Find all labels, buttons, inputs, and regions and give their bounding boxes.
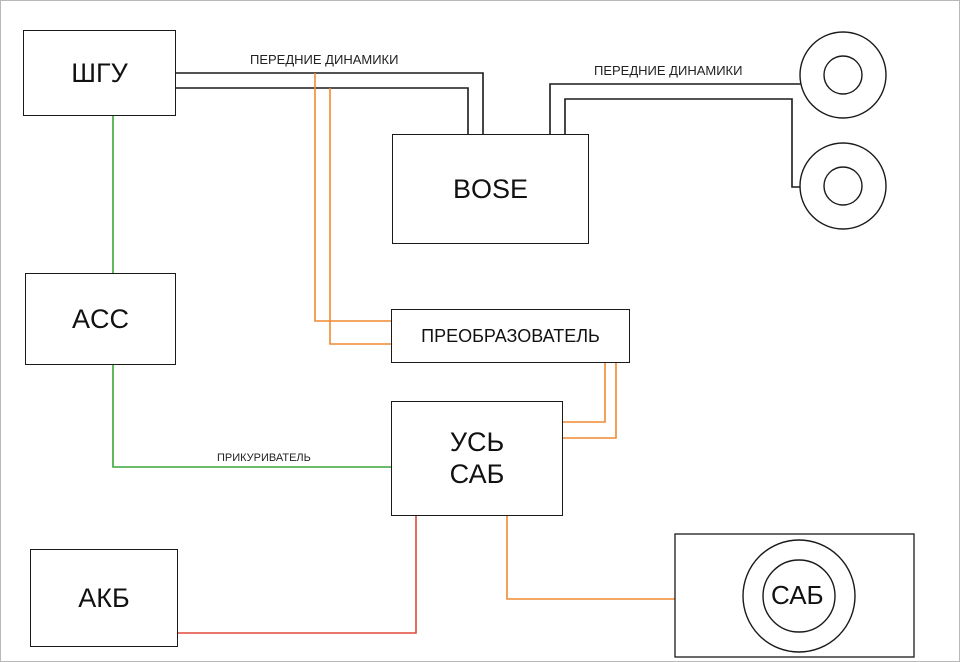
sub-amp-label-line1: УСЬ [449,427,505,458]
cigarette-lighter-label: ПРИКУРИВАТЕЛЬ [217,452,311,464]
rca-wire-2 [329,88,391,345]
subwoofer-speaker-icon [742,539,856,653]
bose-block: BOSE [392,134,589,244]
subwoofer-label: САБ [771,580,824,610]
head-unit-to-bose-wire-top [176,72,484,134]
acc-label: ACC [71,303,129,334]
bose-to-speaker-top-wire [549,83,801,134]
battery-block: АКБ [30,549,178,647]
converter-block: ПРЕОБРАЗОВАТЕЛЬ [391,309,630,363]
converter-label: ПРЕОБРАЗОВАТЕЛЬ [421,325,600,346]
acc-block: ACC [25,273,176,365]
bose-to-speaker-bottom-wire [564,98,801,188]
head-unit-label: ШГУ [71,57,128,88]
rca-wire-1 [314,73,391,322]
subwoofer-enclosure [674,533,915,658]
head-unit-to-bose-wire-bottom [176,87,469,134]
bose-label: BOSE [452,173,529,204]
acc-to-amp-wire [112,365,391,468]
amp-to-sub-wire [506,515,675,600]
battery-to-amp-wire [178,515,417,634]
converter-to-amp-wire-2 [563,362,617,439]
converter-to-amp-wire-1 [563,362,606,423]
head-unit-block: ШГУ [23,30,176,116]
front-speakers-label-1: ПЕРЕДНИЕ ДИНАМИКИ [250,52,399,67]
speaker-top-icon [799,31,887,119]
battery-label: АКБ [78,582,130,613]
sub-amp-block: УСЬ САБ [391,401,563,516]
front-speakers-label-2: ПЕРЕДНИЕ ДИНАМИКИ [594,63,743,78]
sub-amp-label-line2: САБ [449,458,505,489]
speaker-bottom-icon [799,142,887,230]
